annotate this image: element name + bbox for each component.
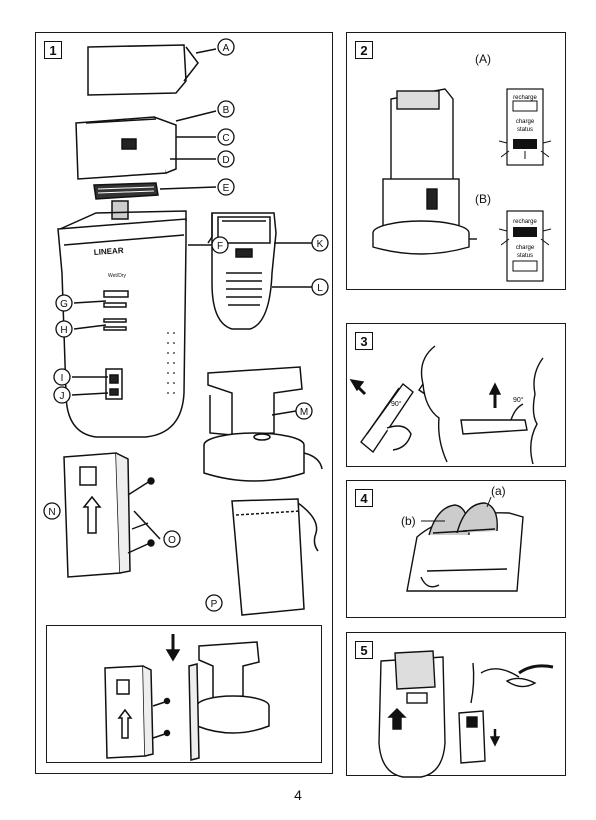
panel-2-illustration: (A) (B) recharge charge status recharge … [347,33,567,291]
svg-text:G: G [60,299,68,310]
callout-p: P [206,595,222,611]
shaver-right [461,420,527,434]
installation-illustration [47,626,323,764]
state-b-label: (B) [475,192,491,206]
callout-m: M [296,403,312,419]
panel-4-illustration: (b) (a) [347,481,567,619]
state-a-label: (A) [475,52,491,66]
svg-text:F: F [217,241,223,252]
svg-text:L: L [317,283,323,294]
foil-frame [76,117,166,179]
label-a: (a) [491,484,506,498]
callout-n: N [44,503,60,519]
panel-1: 1 [35,32,333,774]
label-b: (b) [401,514,416,528]
svg-text:E: E [223,183,230,194]
svg-text:J: J [60,391,65,402]
panel-5: 5 [346,632,566,776]
callout-l: L [312,279,328,295]
panel-3-illustration: 90° 90° [347,324,567,468]
panel-2: 2 (A) (B) recharge charge status [346,32,566,290]
face-profile-right [531,358,543,464]
protective-cap [88,45,186,95]
svg-text:status: status [517,253,533,259]
svg-text:P: P [211,599,218,610]
angle-label-right: 90° [513,396,524,404]
callout-a: A [218,39,234,55]
charging-stand [208,367,302,435]
callout-g: G [56,295,72,311]
svg-text:H: H [60,325,67,336]
panel-4: 4 (b) (a) [346,480,566,618]
indicator-a: recharge charge status [499,89,551,165]
callout-k: K [312,235,328,251]
installation-box [46,625,322,763]
pouch [232,499,304,615]
callout-b: B [218,101,234,117]
face-profile-left [422,346,448,462]
indicator-b: recharge charge status [499,211,551,281]
svg-text:D: D [222,155,229,166]
svg-text:recharge: recharge [513,95,537,101]
page-number: 4 [0,787,596,803]
callout-c: C [218,129,234,145]
svg-text:charge: charge [516,119,535,125]
svg-text:K: K [317,239,324,250]
callout-e: E [218,179,234,195]
svg-text:N: N [48,507,55,518]
svg-text:A: A [223,43,230,54]
eyebrow-line [481,669,519,677]
callout-line-a [196,49,216,53]
callout-h: H [56,321,72,337]
svg-text:I: I [61,373,64,384]
callout-d: D [218,151,234,167]
svg-text:recharge: recharge [513,219,537,225]
callout-j: J [54,387,70,403]
callout-o: O [164,531,180,547]
callout-f: F [212,237,228,253]
angle-label-left: 90° [391,400,402,408]
svg-text:B: B [223,105,230,116]
panel-5-illustration [347,633,567,777]
callout-i: I [54,369,70,385]
svg-text:O: O [168,535,176,546]
mode-text: Wet/Dry [108,273,126,279]
svg-text:status: status [517,127,533,133]
svg-text:M: M [300,407,308,418]
panel-3: 3 90° 90° [346,323,566,467]
svg-text:C: C [222,133,229,144]
svg-text:charge: charge [516,245,535,251]
